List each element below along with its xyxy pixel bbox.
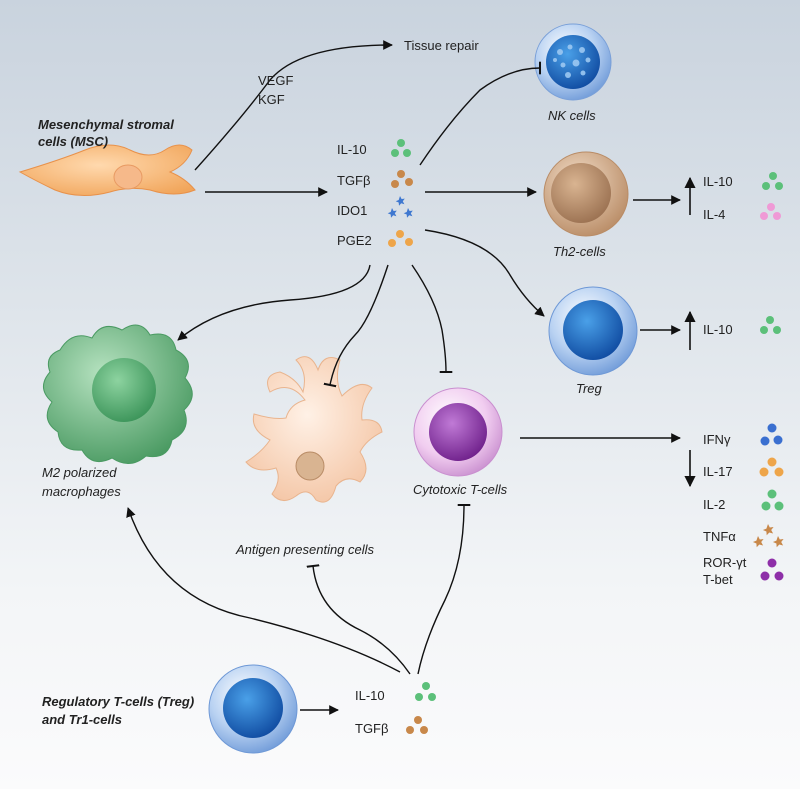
ctl-output-il17: IL-17 [703, 464, 733, 479]
il10-dots-icon [391, 139, 411, 157]
arrow-bottom-to-macrophage [126, 507, 401, 673]
ctl-output-il2: IL-2 [703, 497, 726, 512]
il17-dots-icon [759, 457, 784, 477]
ido1-stars-icon [387, 196, 413, 218]
msc-cell-icon [18, 144, 196, 196]
bottom-factor-il10: IL-10 [355, 688, 385, 703]
bottom-factor-tgfb: TGFβ [355, 721, 389, 736]
treg-output-il10: IL-10 [703, 322, 733, 337]
msc-factor-pge2: PGE2 [337, 233, 372, 248]
macrophage-label-line2: macrophages [42, 484, 121, 499]
macrophage-label-line1: M2 polarized [42, 465, 117, 480]
msc-factor-ido1: IDO1 [337, 203, 368, 218]
ctl-cell-icon [413, 387, 503, 477]
apc-label: Antigen presenting cells [236, 542, 375, 557]
treg-il10-dots-icon [760, 316, 781, 334]
th2-il4-dots-icon [760, 203, 781, 220]
vegf-label: VEGF [258, 73, 294, 88]
ifng-dots-icon [760, 423, 783, 446]
th2-il10-dots-icon [762, 172, 783, 190]
inhibit-factors-to-ctl [411, 264, 453, 374]
tissue-repair-label: Tissue repair [404, 38, 479, 53]
ctl-label: Cytotoxic T-cells [413, 482, 508, 497]
ctl-output-tbet: T-bet [703, 572, 733, 587]
pge2-dots-icon [388, 230, 413, 247]
ctl-output-rorgt: ROR-γt [703, 555, 747, 570]
treg-cell-icon [548, 286, 638, 376]
arrow-factors-to-treg [424, 229, 545, 317]
treg-bottom-cell-icon [208, 664, 298, 754]
inhibit-factors-to-apc [323, 264, 389, 388]
arrow-msc-to-tissue-repair [194, 40, 393, 171]
tgfb-dots-icon [391, 170, 413, 188]
msc-factor-tgfb: TGFβ [337, 173, 371, 188]
th2-cell-icon [543, 151, 629, 237]
treg-label: Treg [576, 381, 602, 396]
tnfa-stars-icon [752, 524, 784, 548]
arrow-factors-to-macrophage [177, 264, 371, 341]
macrophage-cell-icon [43, 324, 193, 464]
inhibit-bottom-to-ctl [417, 503, 471, 675]
apc-cell-icon [245, 356, 383, 503]
kgf-label: KGF [258, 92, 285, 107]
th2-cells-label: Th2-cells [553, 244, 606, 259]
nk-cell-icon [534, 23, 612, 101]
nk-cells-label: NK cells [548, 108, 596, 123]
bottom-treg-label-line1: Regulatory T-cells (Treg) [42, 694, 195, 709]
rorgt-tbet-dots-icon [760, 558, 784, 581]
msc-label-line1: Mesenchymal stromal [38, 117, 174, 132]
bottom-tgfb-dots-icon [406, 716, 428, 734]
il2-dots-icon [761, 489, 784, 511]
th2-output-il4: IL-4 [703, 207, 726, 222]
msc-label-line2: cells (MSC) [38, 134, 109, 149]
bottom-il10-dots-icon [415, 682, 436, 701]
bottom-treg-label-line2: and Tr1-cells [42, 712, 122, 727]
inhibit-factors-to-nk [419, 61, 542, 166]
th2-output-il10: IL-10 [703, 174, 733, 189]
msc-factor-il10: IL-10 [337, 142, 367, 157]
inhibit-bottom-to-apc [306, 564, 411, 675]
ctl-output-ifng: IFNγ [703, 432, 731, 447]
ctl-output-tnfa: TNFα [703, 529, 736, 544]
